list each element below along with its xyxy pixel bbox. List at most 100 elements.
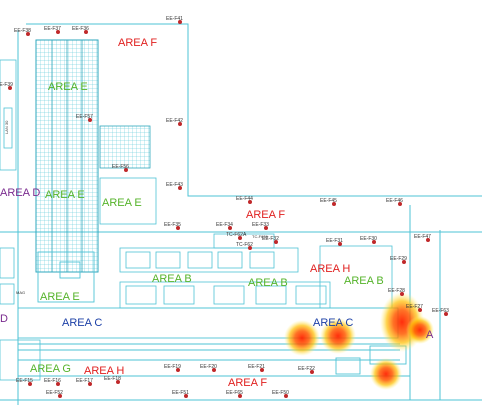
area-label-4: AREA E — [102, 197, 142, 209]
sensor-ee-f27[interactable]: EE-F27 — [406, 304, 423, 312]
area-label-3: AREA E — [45, 189, 85, 201]
sensor-ee-f47[interactable]: EE-F47 — [414, 234, 431, 242]
sensor-dot-icon — [228, 226, 232, 230]
sensor-dot-icon — [402, 260, 406, 264]
sensor-ee-f39[interactable]: EE-F39 — [0, 82, 13, 90]
sensor-dot-icon — [88, 382, 92, 386]
sensor-dot-icon — [398, 202, 402, 206]
sensor-ee-f56[interactable]: EE-F56 — [112, 164, 129, 172]
sensor-label: EE-F18 — [104, 376, 121, 382]
sensor-ee-f38[interactable]: EE-F38 — [14, 28, 31, 36]
sensor-label: EE-F38 — [14, 28, 31, 34]
sensor-label: EE-F15 — [16, 378, 33, 384]
sensor-ee-f19[interactable]: EE-F19 — [164, 364, 181, 372]
sensor-ee-f57[interactable]: EE-F57 — [76, 114, 93, 122]
sensor-label: EE-F37 — [44, 26, 61, 32]
sensor-label: EE-F63 — [432, 308, 449, 314]
sensor-ee-f21[interactable]: EE-F21 — [248, 364, 265, 372]
sensor-label: EE-F56 — [112, 164, 129, 170]
sensor-ee-f20[interactable]: EE-F20 — [200, 364, 217, 372]
small-label-tc: TC-F62A — [252, 234, 269, 239]
sensor-ee-f50[interactable]: EE-F50 — [272, 390, 289, 398]
sensor-dot-icon — [338, 242, 342, 246]
area-label-10: AREA B — [344, 275, 384, 287]
sensor-label: EE-F52 — [46, 390, 63, 396]
sensor-ee-f37[interactable]: EE-F37 — [44, 26, 61, 34]
sensor-dot-icon — [178, 122, 182, 126]
sensor-dot-icon — [212, 368, 216, 372]
sensor-ee-f42[interactable]: EE-F42 — [166, 118, 183, 126]
sensor-dot-icon — [444, 312, 448, 316]
heat-spot-1 — [284, 320, 320, 356]
sensor-ee-f65[interactable]: EE-F65 — [226, 390, 243, 398]
sensor-label: EE-F35 — [164, 222, 181, 228]
sensor-dot-icon — [176, 226, 180, 230]
sensor-ee-f34[interactable]: EE-F34 — [216, 222, 233, 230]
sensor-label: EE-F20 — [200, 364, 217, 370]
area-label-13: AREA C — [313, 317, 353, 329]
sensor-dot-icon — [8, 86, 12, 90]
small-labels: TC-F62A LAN 30 MAG — [4, 120, 269, 295]
sensor-ee-f41[interactable]: EE-F41 — [166, 16, 183, 24]
sensor-label: TC-F62A — [226, 232, 247, 238]
sensor-ee-f52[interactable]: EE-F52 — [46, 390, 63, 398]
sensor-ee-f31[interactable]: EE-F31 — [326, 238, 343, 246]
sensor-label: EE-F46 — [386, 198, 403, 204]
sensor-label: TC-F62 — [236, 242, 253, 248]
heat-spot-5 — [370, 358, 402, 390]
area-label-1: AREA F — [118, 37, 157, 49]
sensor-ee-f16[interactable]: EE-F16 — [44, 378, 61, 386]
sensor-ee-f33[interactable]: EE-F33 — [252, 222, 269, 230]
sensor-label: EE-F36 — [72, 26, 89, 32]
sensor-dot-icon — [88, 118, 92, 122]
area-label-12: AREA C — [62, 317, 102, 329]
sensor-ee-f17[interactable]: EE-F17 — [76, 378, 93, 386]
sensor-label: EE-F57 — [76, 114, 93, 120]
sensor-layer: EE-F38 EE-F37 EE-F36 EE-F41EE-F39EE-F57EE-F… — [0, 16, 449, 398]
sensor-label: EE-F28 — [388, 288, 405, 294]
sensor-ee-f22[interactable]: EE-F22 — [298, 366, 315, 374]
sensor-label: EE-F51 — [172, 390, 189, 396]
area-label-2: AREA E — [48, 81, 88, 93]
sensor-dot-icon — [310, 370, 314, 374]
sensor-ee-f45[interactable]: EE-F45 — [320, 198, 337, 206]
sensor-dot-icon — [116, 380, 120, 384]
area-labels: AREA F AREA E AREA E AREA E AREA D AREA F AREA… — [0, 37, 434, 389]
sensor-ee-f29[interactable]: EE-F29 — [390, 256, 407, 264]
sensor-ee-f43[interactable]: EE-F43 — [166, 182, 183, 190]
area-label-16: AREA G — [30, 363, 71, 375]
sensor-label: EE-F47 — [414, 234, 431, 240]
sensor-ee-f18[interactable]: EE-F18 — [104, 376, 121, 384]
sensor-ee-f36[interactable]: EE-F36 — [72, 26, 89, 34]
sensor-ee-f15[interactable]: EE-F15 — [16, 378, 33, 386]
sensor-dot-icon — [426, 238, 430, 242]
sensor-dot-icon — [178, 186, 182, 190]
sensor-label: EE-F33 — [252, 222, 269, 228]
area-label-7: AREA H — [310, 263, 350, 275]
small-label-mag: MAG — [16, 290, 25, 295]
area-label-17: AREA H — [84, 365, 124, 377]
sensor-ee-f30[interactable]: EE-F30 — [360, 236, 377, 244]
sensor-label: EE-F65 — [226, 390, 243, 396]
sensor-dot-icon — [26, 32, 30, 36]
left-equipment — [0, 59, 41, 381]
sensor-ee-f32[interactable]: EE-F32 — [262, 236, 279, 244]
machine-rows — [119, 233, 393, 309]
sensor-ee-f63[interactable]: EE-F63 — [432, 308, 449, 316]
sensor-dot-icon — [238, 394, 242, 398]
sensor-dot-icon — [84, 30, 88, 34]
sensor-dot-icon — [284, 394, 288, 398]
sensor-tc-f62a[interactable]: TC-F62A — [226, 232, 247, 240]
sensor-label: EE-F32 — [262, 236, 279, 242]
sensor-ee-f35[interactable]: EE-F35 — [164, 222, 181, 230]
area-label-6: AREA F — [246, 209, 285, 221]
sensor-ee-f51[interactable]: EE-F51 — [172, 390, 189, 398]
sensor-ee-f46[interactable]: EE-F46 — [386, 198, 403, 206]
sensor-ee-f44[interactable]: EE-F44 — [236, 196, 253, 204]
sensor-label: EE-F21 — [248, 364, 265, 370]
sensor-ee-f28[interactable]: EE-F28 — [388, 288, 405, 296]
sensor-dot-icon — [332, 202, 336, 206]
sensor-tc-f62[interactable]: TC-F62 — [236, 242, 253, 250]
heat-spot-4 — [406, 316, 434, 344]
area-label-5: AREA D — [0, 187, 40, 199]
